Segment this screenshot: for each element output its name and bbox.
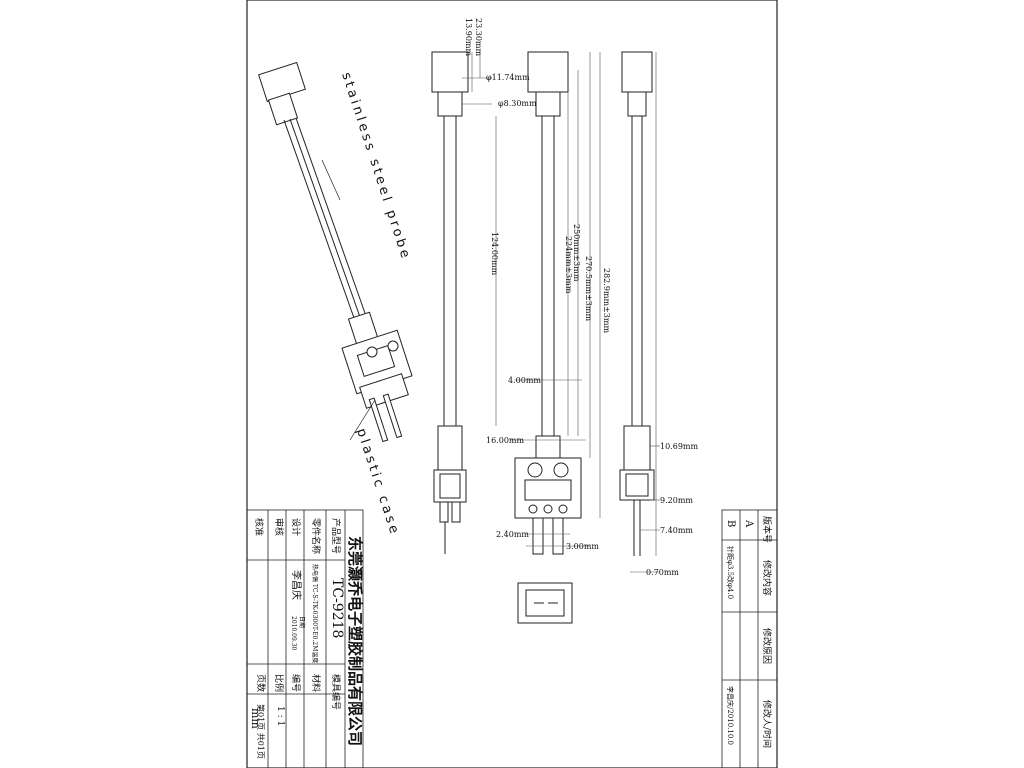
dim-top-height-b: 13.90mm	[464, 18, 473, 56]
mold-no-label: 模具编号	[330, 674, 342, 710]
probe-perspective-sheath-a	[283, 119, 355, 319]
probe-leader-line	[321, 159, 341, 201]
revision-row-b-version: B	[725, 520, 736, 527]
revision-block	[721, 509, 778, 768]
case-bottom-view	[517, 582, 573, 624]
review-label: 审核	[273, 518, 285, 536]
revision-version-header: 版本号	[761, 516, 773, 543]
dim-pin-pitch: 2.40mm	[496, 530, 529, 539]
dim-length-224: 224mm±3mm	[564, 236, 573, 294]
dim-pin-dia: 0.70mm	[646, 568, 679, 577]
probe-perspective-sheath-c	[289, 118, 361, 318]
title-block	[246, 509, 364, 768]
dim-side-9: 9.20mm	[660, 496, 693, 505]
page-label: 页数	[255, 674, 267, 692]
dim-length-270: 270.5mm±3mm	[584, 256, 593, 321]
scale-label: 比例	[273, 674, 285, 692]
date-label: 日期	[298, 616, 306, 628]
designer: 李昌庆	[290, 570, 303, 600]
scale-value: 1 : 1	[275, 706, 285, 726]
probe-front-view-center	[514, 51, 582, 555]
probe-perspective-sheath-b	[295, 117, 367, 317]
dim-length-282: 282.9mm±3mm	[602, 268, 611, 333]
dimension-lines	[462, 52, 660, 573]
probe-perspective-collar	[267, 92, 299, 126]
dim-tube-4: 4.00mm	[508, 376, 541, 385]
dim-top-height-a: 23.30mm	[474, 18, 483, 56]
drawing-border	[246, 0, 778, 768]
design-label: 设计	[290, 518, 302, 536]
revision-row-a-version: A	[743, 519, 754, 528]
probe-callout: stainless steel probe	[338, 71, 413, 263]
revision-row-b-content: 针距φ3.5改φ4.0	[726, 546, 735, 599]
case-leader-line	[349, 399, 376, 441]
probe-front-view-left	[431, 51, 469, 554]
case-callout: plastic case	[353, 427, 402, 539]
dim-side-10: 10.69mm	[660, 442, 698, 451]
drawing-no-label: 编号	[290, 674, 302, 692]
revision-reason-header: 修改原因	[761, 628, 773, 664]
part-name-label: 零件名称	[310, 518, 322, 554]
page-value: 第01页 共01页	[256, 704, 266, 759]
company-name: 东莞灏乔电子塑胶制品有限公司	[346, 536, 364, 746]
revision-row-b-person: 李昌庆/2010.10.0	[726, 686, 735, 745]
dim-length-124: 124.00mm	[490, 232, 499, 276]
revision-content-header: 修改内容	[761, 560, 773, 596]
date: 2010.09.30	[290, 616, 297, 651]
dim-probe-dia: φ8.30mm	[498, 99, 537, 108]
dim-head-dia: φ11.74mm	[486, 73, 530, 82]
dim-pin-gap: 3.00mm	[566, 542, 599, 551]
dim-width-16: 16.00mm	[486, 436, 524, 445]
dim-side-7: 7.40mm	[660, 526, 693, 535]
probe-perspective-view	[258, 61, 413, 443]
dim-length-250: 250mm±3mm	[572, 224, 581, 282]
product-no-label: 产品型号	[330, 518, 342, 554]
part-name: 热电偶 TC-S-TK-0300T-E0.2M温度	[311, 564, 319, 663]
revision-person-header: 修改人/时间	[761, 700, 773, 748]
unit-value: mm	[249, 708, 262, 729]
plastic-case-perspective	[341, 311, 413, 443]
probe-side-view-right	[619, 51, 655, 556]
material-label: 材料	[310, 674, 322, 692]
approve-label: 核准	[253, 518, 265, 536]
product-no: TC-9218	[329, 578, 345, 638]
